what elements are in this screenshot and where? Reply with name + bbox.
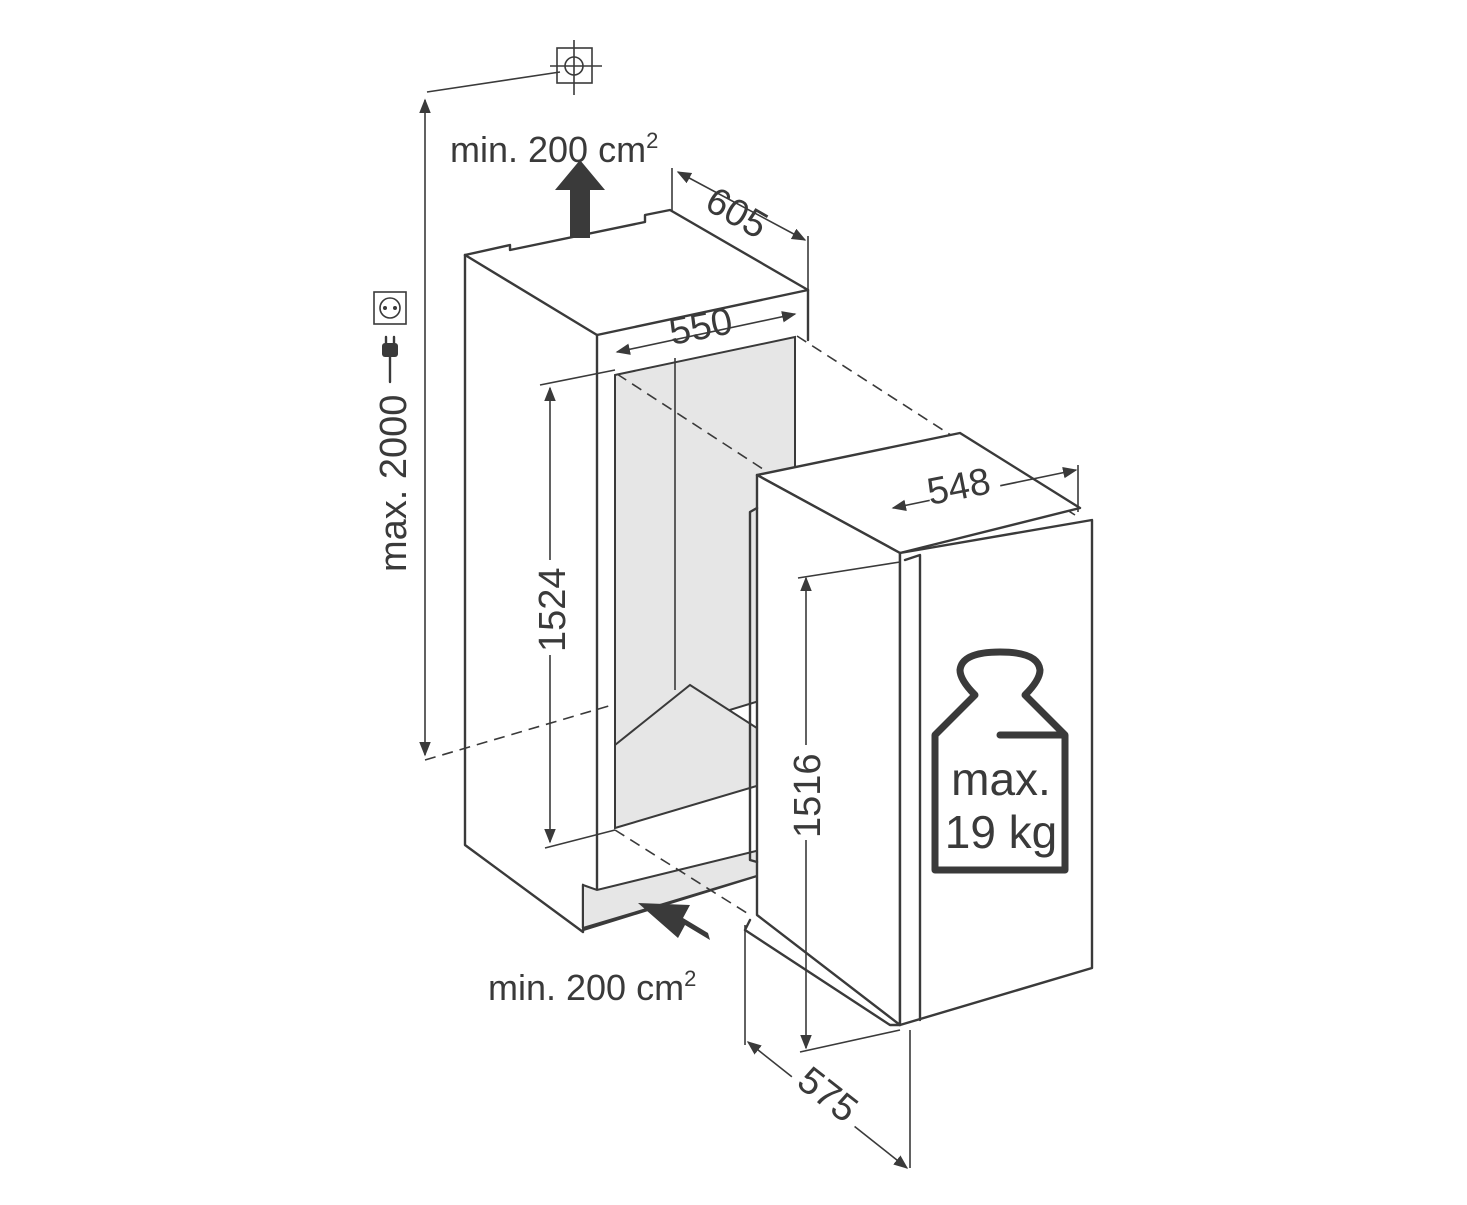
dim-1524-label: 1524 (532, 567, 574, 652)
niche-top-edge (463, 208, 810, 342)
appliance-rear-edge (748, 506, 759, 864)
niche-outline (463, 253, 762, 934)
dim-1516: 1516 (787, 561, 901, 1053)
anchor-mark-icon (426, 40, 602, 95)
door-load-line1: max. (951, 753, 1051, 805)
niche (463, 208, 810, 934)
plug-icon (382, 335, 398, 384)
arrow-up-icon (555, 160, 605, 238)
max-height-label: max. 2000 (373, 395, 415, 572)
dim-548: 548 (891, 461, 1079, 514)
arrow-in-icon (638, 903, 710, 940)
door-load-line2: 19 kg (945, 806, 1058, 858)
weight-icon: max. 19 kg (931, 648, 1069, 874)
door-hinge-edge (903, 553, 922, 1022)
appliance-door (898, 518, 1094, 1027)
dim-1524: 1524 (532, 369, 616, 849)
vent-bottom-label: min. 200 cm2 (488, 966, 696, 1008)
appliance-side (755, 473, 902, 1027)
dim-1516-label: 1516 (787, 753, 829, 838)
appliance (743, 431, 1094, 1027)
socket-icon (373, 291, 407, 325)
appliance-base (743, 918, 902, 1027)
max-height-dimension: max. 2000 (373, 98, 431, 757)
dim-605: 605 (671, 168, 809, 290)
vent-top-label: min. 200 cm2 (450, 128, 658, 170)
